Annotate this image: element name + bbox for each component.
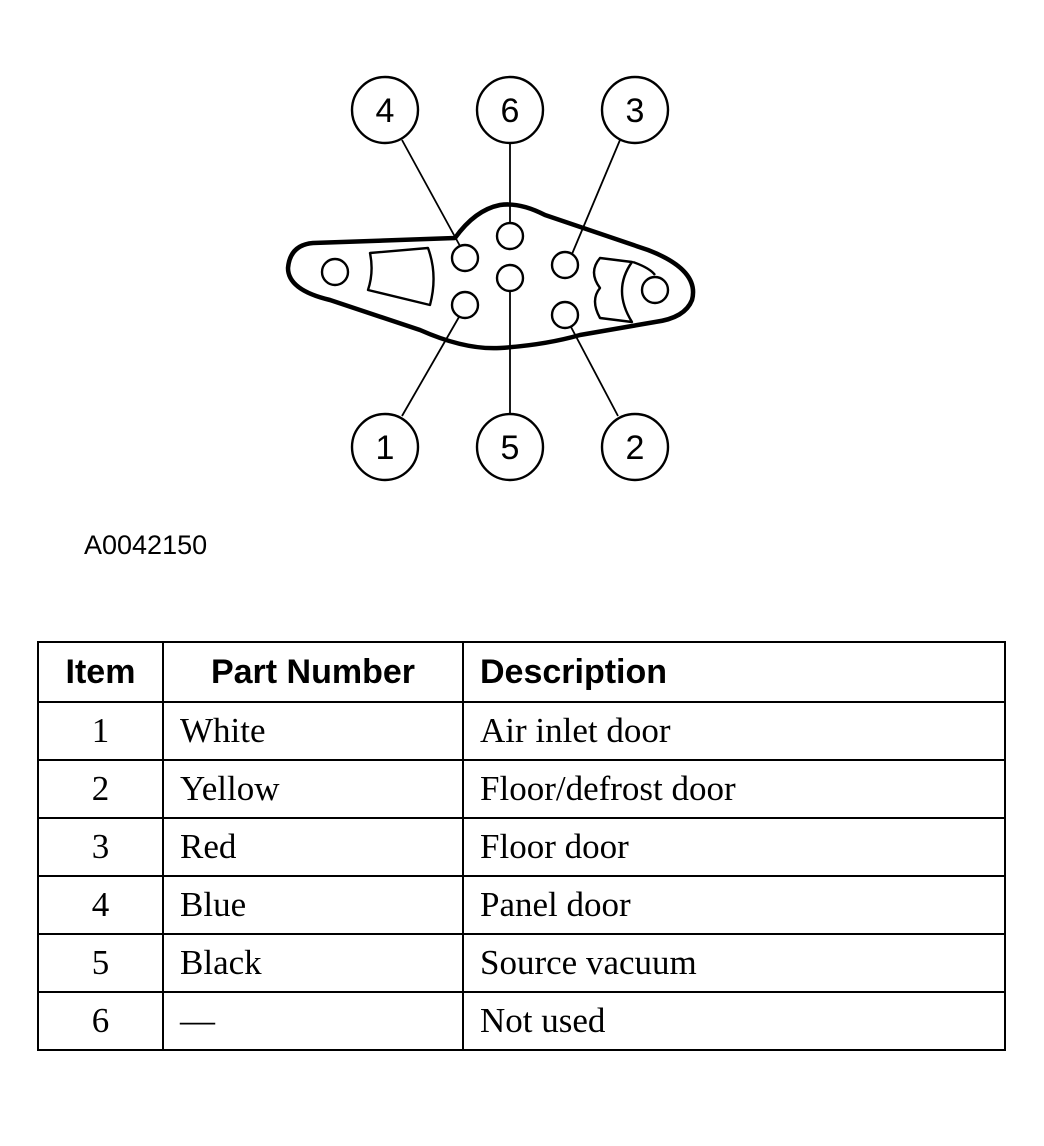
cell-description: Floor door	[462, 817, 1006, 877]
vacuum-connector-diagram: 4 6 3 1 5 2	[285, 75, 696, 482]
leader-line-2	[570, 326, 619, 417]
cell-description: Panel door	[462, 875, 1006, 935]
callout-4: 4	[350, 75, 420, 145]
callout-label: 3	[626, 92, 645, 130]
table-row: 1 White Air inlet door	[37, 701, 1006, 761]
cell-description: Source vacuum	[462, 933, 1006, 993]
cell-item: 6	[37, 991, 164, 1051]
left-mounting-hole	[320, 257, 350, 287]
table-row: 6 — Not used	[37, 991, 1006, 1051]
cell-item: 1	[37, 701, 164, 761]
callout-label: 5	[501, 429, 520, 467]
port-2	[550, 300, 580, 330]
parts-table: Item Part Number Description 1 White Air…	[37, 641, 1006, 1051]
cell-description: Floor/defrost door	[462, 759, 1006, 819]
callout-label: 2	[626, 429, 645, 467]
callout-1: 1	[350, 412, 420, 482]
callout-label: 1	[376, 429, 395, 467]
figure-id: A0042150	[84, 530, 208, 560]
leader-line-3	[571, 139, 621, 255]
port-5	[495, 263, 525, 293]
cell-part-number: —	[162, 991, 464, 1051]
callout-5: 5	[475, 412, 545, 482]
cell-part-number: White	[162, 701, 464, 761]
cell-item: 2	[37, 759, 164, 819]
right-cutout	[592, 256, 634, 324]
callout-label: 4	[376, 92, 395, 130]
cell-description: Air inlet door	[462, 701, 1006, 761]
port-1	[450, 290, 480, 320]
cell-part-number: Blue	[162, 875, 464, 935]
connector-body	[285, 202, 696, 351]
cell-item: 5	[37, 933, 164, 993]
table-row: 4 Blue Panel door	[37, 875, 1006, 935]
cell-part-number: Black	[162, 933, 464, 993]
port-4	[450, 243, 480, 273]
cell-description: Not used	[462, 991, 1006, 1051]
cell-item: 3	[37, 817, 164, 877]
callout-6: 6	[475, 75, 545, 145]
header-item: Item	[37, 641, 164, 703]
leader-line-4	[401, 139, 461, 247]
table-header-row: Item Part Number Description	[37, 641, 1006, 703]
header-part-number: Part Number	[162, 641, 464, 703]
callout-label: 6	[501, 92, 520, 130]
cell-item: 4	[37, 875, 164, 935]
callout-2: 2	[600, 412, 670, 482]
table-row: 3 Red Floor door	[37, 817, 1006, 877]
table-row: 2 Yellow Floor/defrost door	[37, 759, 1006, 819]
port-3	[550, 250, 580, 280]
left-cutout	[366, 246, 435, 307]
cell-part-number: Yellow	[162, 759, 464, 819]
callout-3: 3	[600, 75, 670, 145]
cell-part-number: Red	[162, 817, 464, 877]
port-6	[495, 221, 525, 251]
right-mounting-hole	[640, 275, 670, 305]
table-row: 5 Black Source vacuum	[37, 933, 1006, 993]
header-description: Description	[462, 641, 1006, 703]
right-cutout-arc	[632, 260, 656, 276]
leader-line-1	[401, 316, 460, 417]
